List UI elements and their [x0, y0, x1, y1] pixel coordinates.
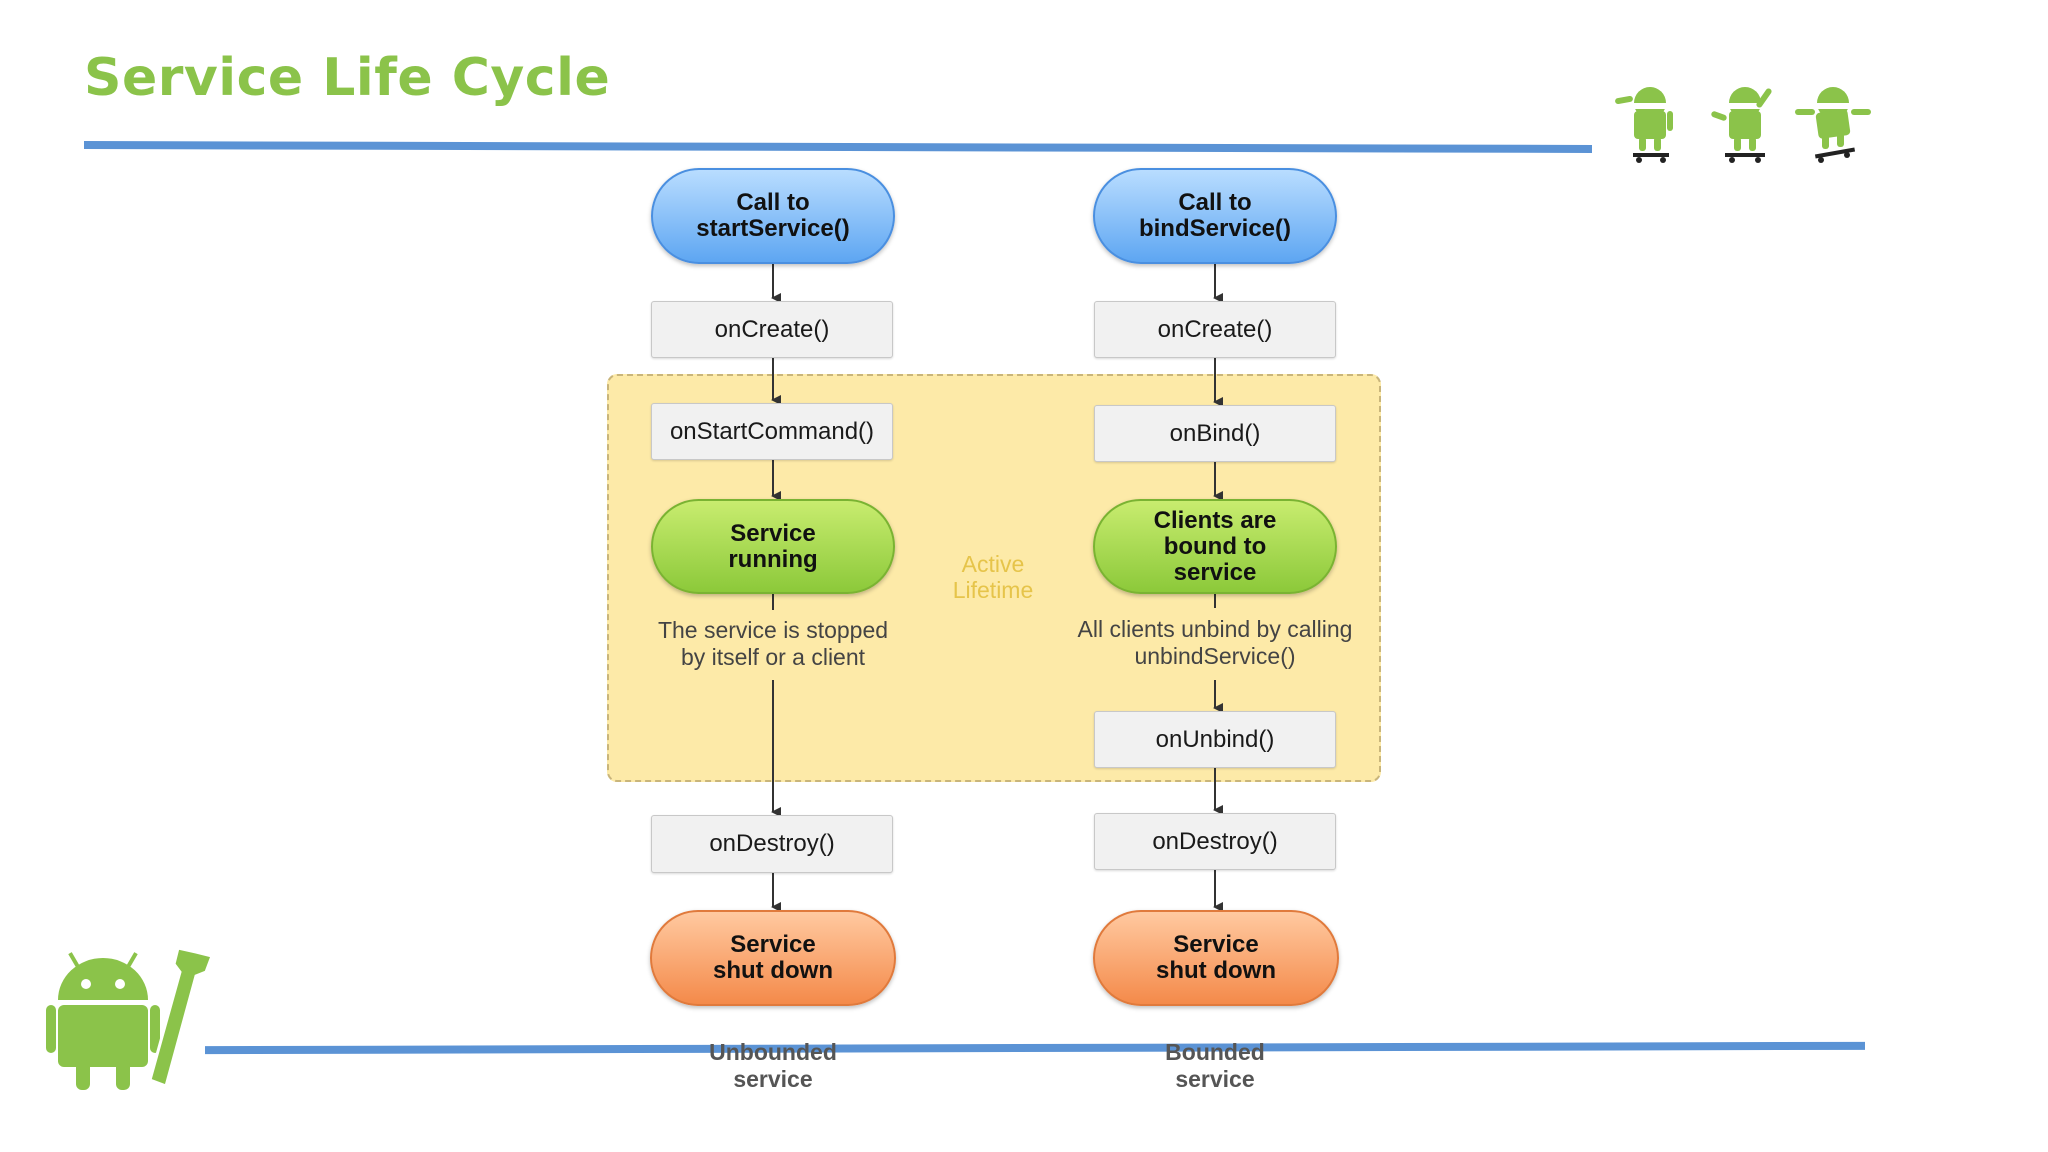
android-skateboard-icon	[1795, 87, 1871, 163]
android-skateboard-icons	[1615, 87, 1871, 163]
service-running-node: Service running	[651, 499, 895, 594]
bounded-caption: Bounded service	[1165, 1039, 1265, 1092]
unbind-note: All clients unbind by calling unbindServ…	[1077, 616, 1353, 669]
on-destroy-box: onDestroy()	[651, 815, 893, 873]
on-create-box: onCreate()	[1094, 301, 1336, 358]
service-shut-down-node: Service shut down	[1093, 910, 1339, 1006]
on-create-box: onCreate()	[651, 301, 893, 358]
bind-service-call: Call to bindService()	[1093, 168, 1337, 264]
active-lifetime-label: Active Lifetime	[952, 551, 1034, 603]
on-bind-box: onBind()	[1094, 405, 1336, 462]
android-skateboard-icon	[1711, 87, 1772, 163]
clients-bound-node: Clients are bound to service	[1093, 499, 1337, 594]
start-service-call: Call to startService()	[651, 168, 895, 264]
on-destroy-box: onDestroy()	[1094, 813, 1336, 870]
unbounded-caption: Unbounded service	[709, 1039, 837, 1092]
service-shut-down-node: Service shut down	[650, 910, 896, 1006]
stop-note: The service is stopped by itself or a cl…	[657, 617, 889, 670]
page-title: Service Life Cycle	[84, 48, 611, 108]
on-unbind-box: onUnbind()	[1094, 711, 1336, 768]
android-wrench-logo-icon	[46, 946, 214, 1090]
on-start-command-box: onStartCommand()	[651, 403, 893, 460]
android-skateboard-icon	[1615, 87, 1673, 163]
